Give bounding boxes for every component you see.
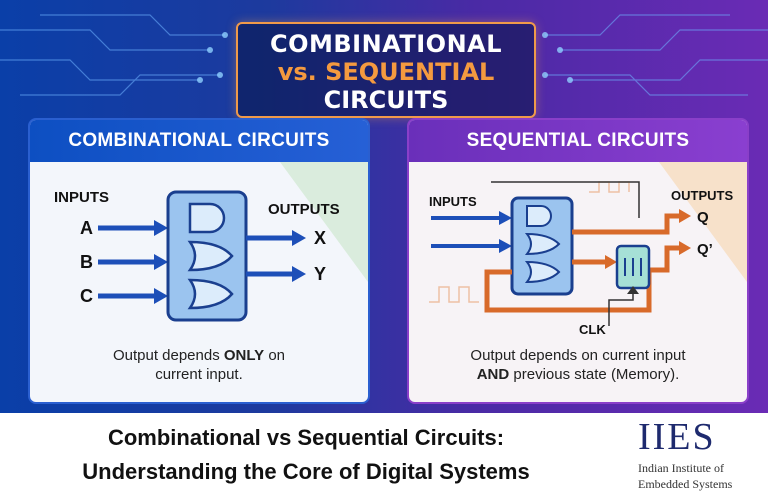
footer-bar: Combinational vs Sequential Circuits: Un… bbox=[0, 413, 768, 500]
combinational-heading: COMBINATIONAL CIRCUITS bbox=[68, 130, 330, 151]
seq-outputs-label: OUTPUTS bbox=[671, 188, 733, 203]
sequential-diagram: INPUTS bbox=[429, 162, 747, 337]
seq-inputs-label: INPUTS bbox=[429, 194, 477, 209]
hero-banner: COMBINATIONAL vs. SEQUENTIAL CIRCUITS CO… bbox=[0, 0, 768, 413]
output-q-bar-label: Q’ bbox=[697, 241, 713, 258]
combinational-heading-bar: COMBINATIONAL CIRCUITS bbox=[30, 120, 368, 162]
sequential-caption: Output depends on current input AND prev… bbox=[409, 346, 747, 384]
title-line-1: COMBINATIONAL bbox=[269, 30, 503, 58]
outputs-label: OUTPUTS bbox=[268, 201, 340, 218]
title-line-2: vs. SEQUENTIAL bbox=[277, 58, 495, 86]
sequential-heading: SEQUENTIAL CIRCUITS bbox=[466, 130, 690, 151]
caption-line-2: current input. bbox=[155, 366, 243, 383]
caption-emphasis: ONLY bbox=[223, 347, 265, 364]
seq-caption-part-2: previous state (Memory). bbox=[509, 366, 680, 383]
inputs-label: INPUTS bbox=[54, 189, 109, 206]
output-arrows bbox=[246, 235, 292, 277]
sequential-heading-bar: SEQUENTIAL CIRCUITS bbox=[409, 120, 747, 162]
combinational-caption: Output depends ONLY on current input. bbox=[30, 346, 368, 384]
seq-caption-emphasis: AND bbox=[476, 366, 510, 383]
logo-mark: IIES bbox=[638, 416, 716, 458]
clock-label: CLK bbox=[579, 322, 606, 337]
title-line-3: CIRCUITS bbox=[323, 86, 449, 114]
logo-name-1: Indian Institute of bbox=[638, 461, 724, 475]
output-y-label: Y bbox=[314, 264, 326, 284]
sequential-wires bbox=[484, 213, 681, 313]
footer-headline-2: Understanding the Core of Digital System… bbox=[82, 459, 530, 484]
sequential-panel: SEQUENTIAL CIRCUITS INPUTS bbox=[407, 118, 749, 404]
combinational-diagram: INPUTS A B C bbox=[54, 162, 368, 322]
combinational-panel: COMBINATIONAL CIRCUITS INPUTS A B C bbox=[28, 118, 370, 404]
caption-part-1: Output depends bbox=[112, 347, 224, 364]
input-b-label: B bbox=[80, 252, 93, 272]
seq-caption-line-1: Output depends on current input bbox=[470, 347, 686, 364]
circuit-trace-background bbox=[0, 14, 768, 96]
output-x-label: X bbox=[314, 228, 326, 248]
logo-name-2: Embedded Systems bbox=[638, 477, 733, 491]
logic-gates bbox=[187, 202, 234, 310]
input-c-label: C bbox=[80, 286, 93, 306]
main-title-box: COMBINATIONAL vs. SEQUENTIAL CIRCUITS bbox=[236, 22, 536, 118]
input-a-label: A bbox=[80, 218, 93, 238]
input-arrows bbox=[98, 225, 154, 299]
footer-headline-1: Combinational vs Sequential Circuits: bbox=[107, 425, 505, 450]
input-arrowheads bbox=[154, 220, 168, 304]
output-q-label: Q bbox=[697, 209, 709, 226]
iies-logo: IIES Indian Institute of Embedded System… bbox=[626, 413, 766, 500]
caption-part-2: on bbox=[264, 347, 286, 364]
